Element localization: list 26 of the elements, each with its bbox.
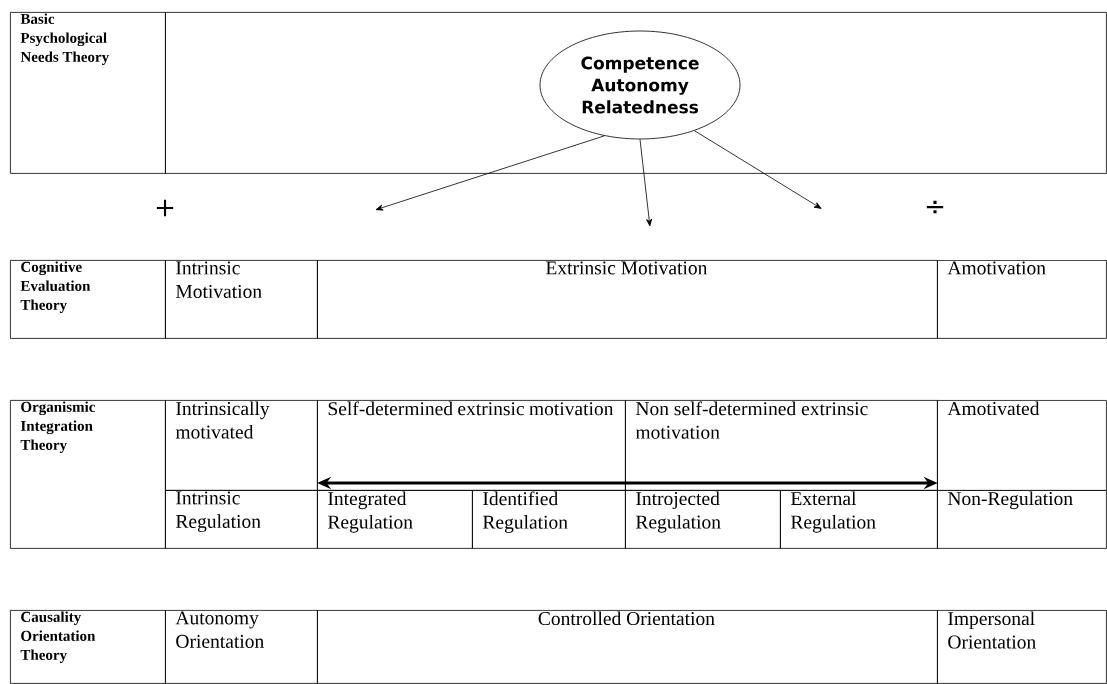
table-cell: Controlled Orientation (317, 610, 938, 684)
table-cell: Extrinsic Motivation (317, 260, 938, 339)
row-header-cell: Basic Psychological Needs Theory (10, 12, 166, 174)
table-cell: Intrinsic Regulation (165, 490, 318, 549)
table-cell: Integrated Regulation (317, 490, 473, 549)
table-cell: Amotivation (937, 260, 1107, 339)
math-sign: ÷ (926, 200, 944, 214)
arrow (639, 139, 653, 227)
table-cell: Amotivated (937, 400, 1107, 491)
table-cell: Autonomy Orientation (165, 610, 318, 684)
table-cell: External Regulation (780, 490, 938, 549)
table-cell: Non-Regulation (937, 490, 1107, 549)
table-cell: Impersonal Orientation (937, 610, 1107, 684)
table-cell: Introjected Regulation (625, 490, 781, 549)
arrow (375, 135, 605, 211)
row-header-cell: Cognitive Evaluation Theory (10, 260, 166, 339)
row-header-cell: Organismic Integration Theory (10, 400, 166, 549)
table-cell (165, 12, 1107, 174)
arrow (694, 130, 822, 209)
math-sign: + (156, 199, 174, 217)
table-cell: Intrinsically motivated (165, 400, 318, 491)
row-header-cell: Causality Orientation Theory (10, 610, 166, 684)
table-cell: Self-determined extrinsic motivation (317, 400, 626, 491)
table-cell: Identified Regulation (472, 490, 626, 549)
table-cell: Non self-determined extrinsic motivation (625, 400, 938, 491)
table-cell: Intrinsic Motivation (165, 260, 318, 339)
